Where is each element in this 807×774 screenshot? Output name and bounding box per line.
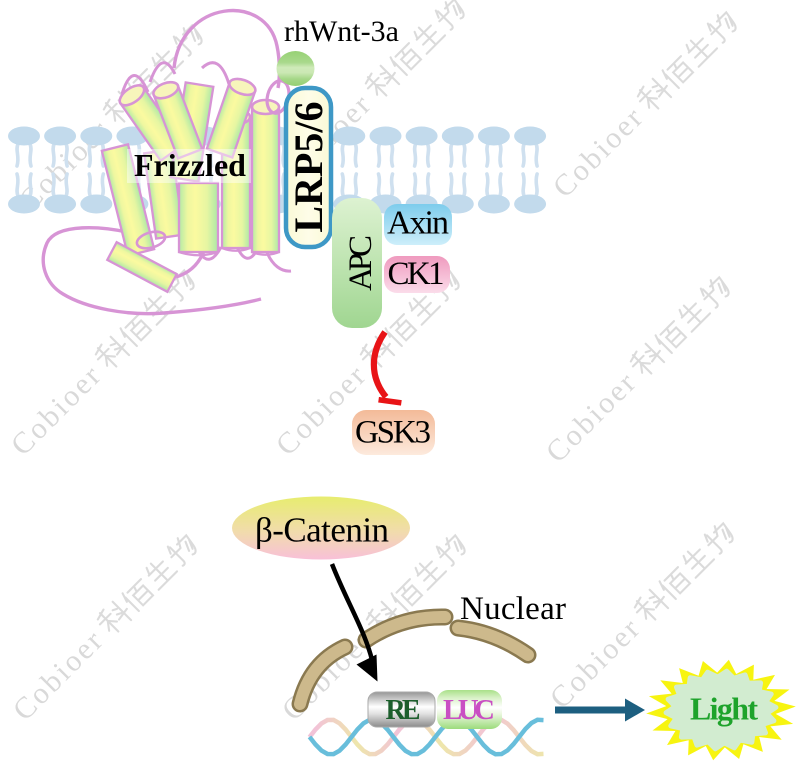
svg-text:Axin: Axin <box>387 205 449 242</box>
svg-text:LRP5/6: LRP5/6 <box>286 101 331 232</box>
svg-text:Nuclear: Nuclear <box>460 591 566 627</box>
svg-text:β-Catenin: β-Catenin <box>255 511 389 550</box>
svg-text:Light: Light <box>690 691 758 727</box>
svg-text:LUC: LUC <box>443 694 495 726</box>
svg-text:rhWnt-3a: rhWnt-3a <box>284 15 399 48</box>
svg-text:CK1: CK1 <box>388 256 445 292</box>
svg-text:APC: APC <box>343 235 379 291</box>
svg-text:Frizzled: Frizzled <box>134 147 246 183</box>
svg-text:GSK3: GSK3 <box>355 415 431 451</box>
svg-text:RE: RE <box>386 695 421 726</box>
